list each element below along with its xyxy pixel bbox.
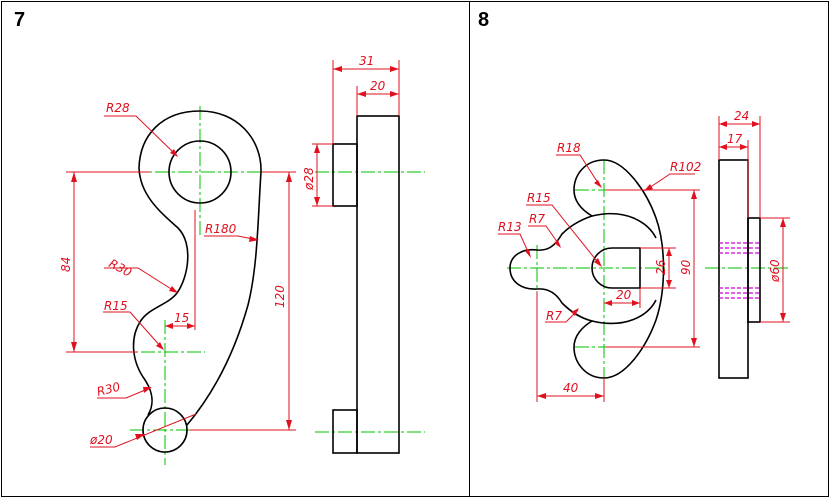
label-d60: ø60	[768, 259, 782, 283]
label-20: 20	[370, 79, 386, 93]
exercise-number-7: 7	[14, 9, 25, 31]
label-r18: R18	[557, 141, 581, 155]
label-84: 84	[59, 257, 73, 272]
label-d20: ø20	[89, 433, 113, 447]
exercise-7-drawing: R28 R180 R30 R15 R30 ø20 84 120 15 ø28 3…	[59, 54, 425, 465]
label-r7-upper: R7	[529, 212, 545, 226]
label-40: 40	[563, 381, 579, 395]
label-90: 90	[679, 259, 693, 275]
label-r15: R15	[104, 299, 128, 313]
side-view-8	[718, 159, 761, 379]
label-120: 120	[273, 285, 287, 308]
exercise-number-8: 8	[478, 9, 489, 31]
dimensions-8	[498, 116, 790, 402]
label-r7-lower: R7	[546, 309, 562, 323]
side-view-7	[332, 115, 400, 454]
lever-outline	[132, 110, 262, 453]
label-r30-lower: R30	[95, 380, 122, 399]
label-r30-upper: R30	[107, 256, 135, 280]
exercise-8-drawing: R18 R102 R15 R7 R13 R7 26 90 20 40 24 17…	[498, 109, 790, 402]
label-24: 24	[734, 109, 749, 123]
label-17: 17	[727, 132, 743, 146]
centerlines-7	[118, 106, 425, 465]
label-r15: R15	[527, 191, 551, 205]
label-r180: R180	[205, 222, 237, 236]
label-r13: R13	[498, 220, 522, 234]
label-15: 15	[174, 311, 189, 325]
label-d28: ø28	[302, 167, 316, 191]
label-r102: R102	[670, 160, 701, 174]
cam-outline	[509, 159, 665, 379]
dimensions-7	[66, 60, 400, 448]
label-26: 26	[654, 259, 668, 275]
label-20: 20	[616, 288, 632, 302]
label-31: 31	[359, 54, 374, 68]
label-r28: R28	[106, 101, 130, 115]
